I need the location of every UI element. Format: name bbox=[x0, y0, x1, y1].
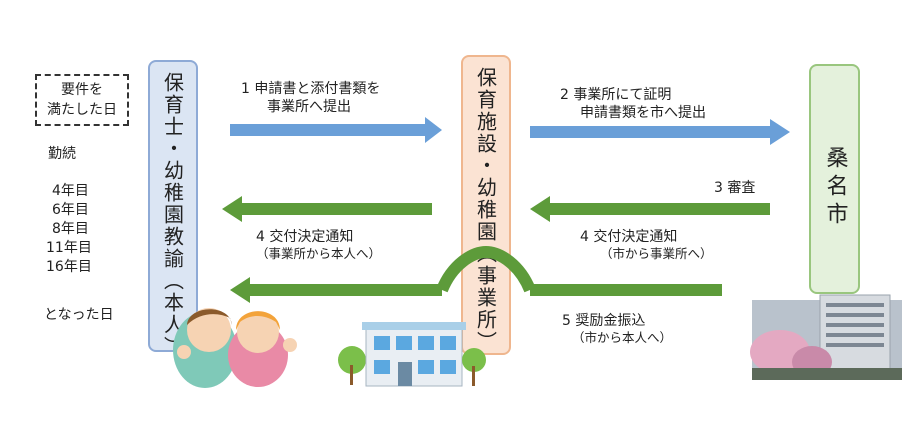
step4-right-main: 4 交付決定通知 bbox=[580, 229, 678, 245]
requirement-box: 要件を 満たした日 bbox=[35, 74, 129, 126]
step4-left-label: 4 交付決定通知 （事業所から本人へ） bbox=[256, 228, 381, 262]
became-day-label: となった日 bbox=[44, 307, 114, 323]
step3-label: 3 審査 bbox=[714, 180, 756, 196]
facility-box: 保育施設・幼稚園（事業所） bbox=[461, 55, 511, 355]
requirement-line2: 満たした日 bbox=[47, 102, 117, 118]
city-box: 桑名市 bbox=[809, 64, 860, 294]
person-box: 保育士・幼稚園教諭（本人） bbox=[148, 60, 198, 358]
step4-right-label: 4 交付決定通知 （市から事業所へ） bbox=[580, 228, 713, 262]
city-hall-photo bbox=[750, 294, 902, 380]
tenure-year: 8年目 bbox=[52, 221, 89, 237]
step4-left-sub: （事業所から本人へ） bbox=[256, 246, 382, 261]
step2-line1: 2 事業所にて証明 bbox=[560, 87, 672, 103]
step5-sub: （市から本人へ） bbox=[572, 330, 673, 345]
tenure-year: 11年目 bbox=[46, 240, 92, 256]
tenure-label: 勤続 bbox=[48, 146, 76, 162]
arrow-step1 bbox=[230, 117, 442, 143]
arrow-step5 bbox=[530, 284, 722, 296]
tenure-year: 6年目 bbox=[52, 202, 89, 218]
step2-line2: 申請書類を市へ提出 bbox=[580, 105, 706, 121]
tenure-years: 4年目 6年目 8年目 11年目 16年目 bbox=[46, 182, 92, 277]
nursery-building-illustration bbox=[338, 322, 486, 387]
step1-line1: 1 申請書と添付書類を bbox=[241, 81, 381, 97]
teachers-illustration bbox=[173, 308, 297, 388]
tenure-year: 4年目 bbox=[52, 183, 89, 199]
arrow-step4-right bbox=[530, 196, 770, 222]
step4-right-sub: （市から事業所へ） bbox=[600, 246, 713, 261]
step1-line2: 事業所へ提出 bbox=[267, 99, 351, 115]
requirement-line1: 要件を bbox=[61, 82, 103, 98]
step1-label: 1 申請書と添付書類を 事業所へ提出 bbox=[241, 80, 380, 116]
arrow-step4-left bbox=[222, 196, 432, 222]
step5-main: 5 奨励金振込 bbox=[562, 313, 646, 329]
step5-label: 5 奨励金振込 （市から本人へ） bbox=[562, 312, 672, 346]
arrow-step2 bbox=[530, 119, 790, 145]
step4-left-main: 4 交付決定通知 bbox=[256, 229, 354, 245]
step2-label: 2 事業所にて証明 申請書類を市へ提出 bbox=[560, 86, 706, 122]
tenure-year: 16年目 bbox=[46, 259, 92, 275]
